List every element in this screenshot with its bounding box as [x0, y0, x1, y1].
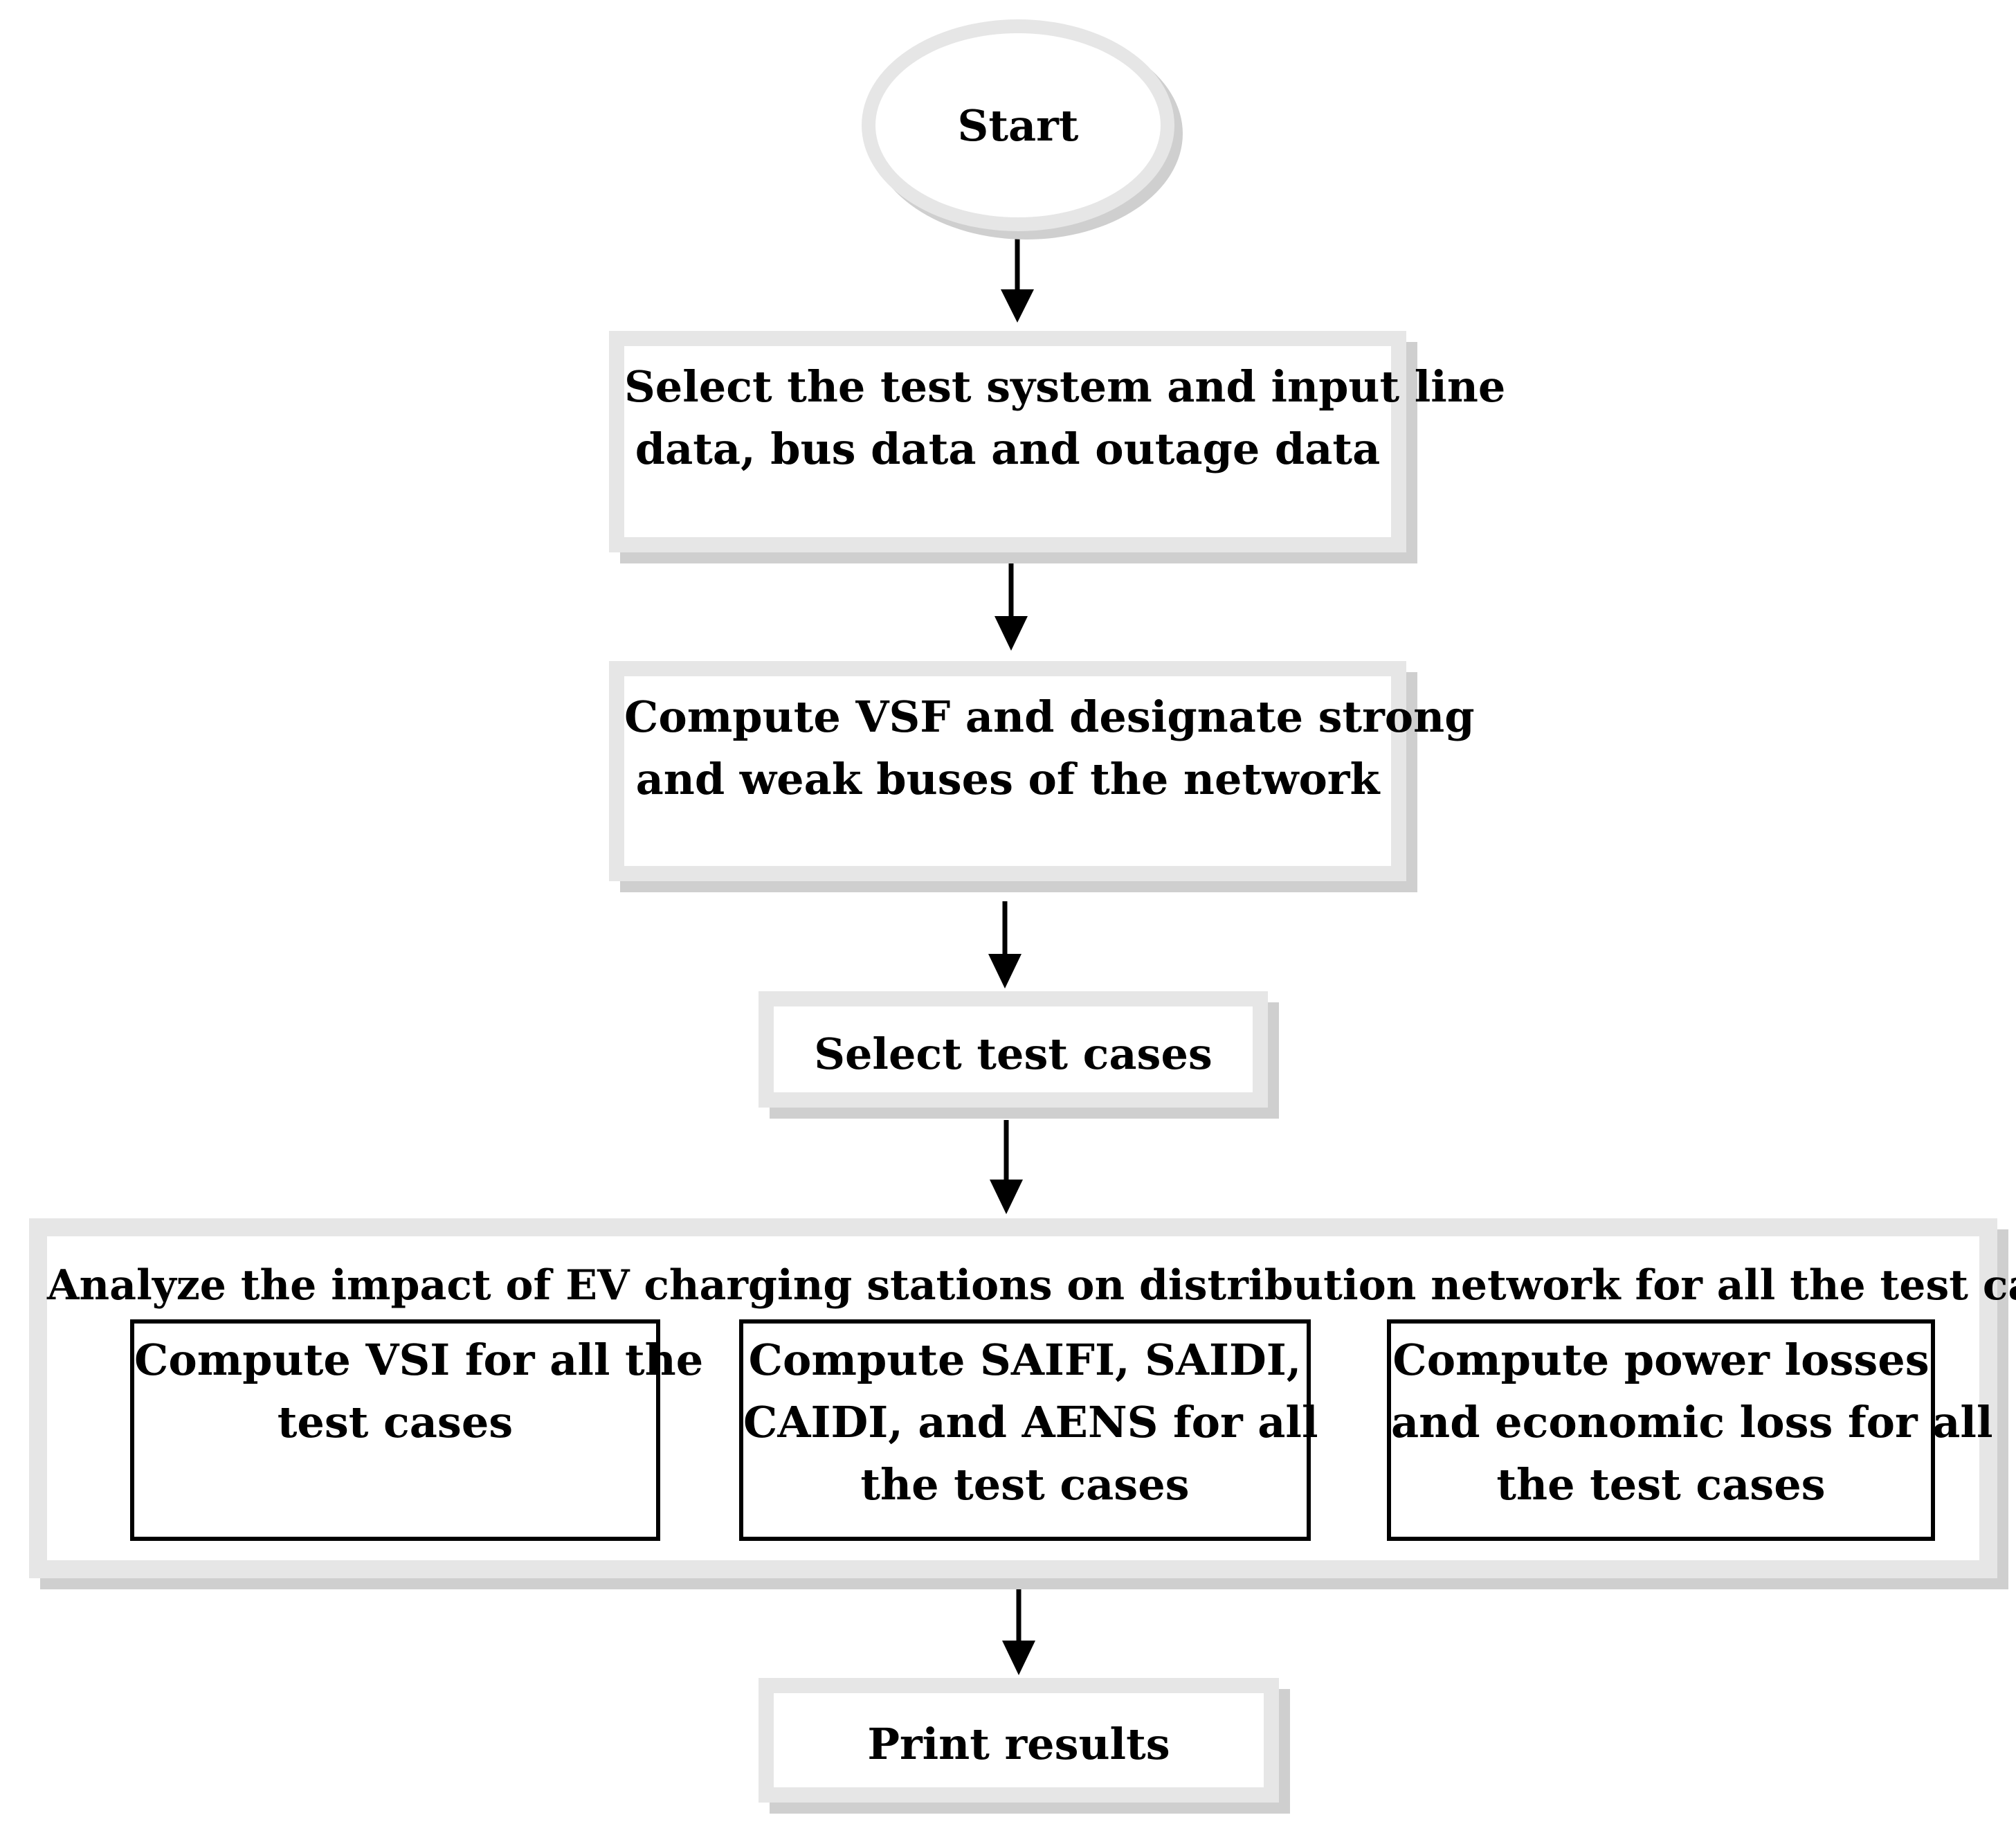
compute-vsf-line-1: Compute VSF and designate strong: [624, 692, 1475, 742]
arrow-select-cases-to-analyze: [990, 1120, 1023, 1214]
select-test-cases-box: Select test cases: [759, 991, 1268, 1108]
compute-losses-line-1: Compute power losses: [1392, 1335, 1929, 1385]
select-test-system-line-2: data, bus data and outage data: [635, 424, 1381, 474]
start-terminal: Start: [862, 19, 1174, 231]
compute-losses-box: Compute power losses and economic loss f…: [1387, 1319, 1993, 1541]
arrow-select-system-to-compute-vsf: [995, 554, 1028, 651]
select-test-cases-label: Select test cases: [814, 1029, 1213, 1079]
compute-losses-line-2: and economic loss for all: [1391, 1397, 1993, 1447]
analyze-impact-box: Analyze the impact of EV charging statio…: [29, 1218, 2016, 1578]
compute-vsi-line-1: Compute VSI for all the: [134, 1335, 704, 1385]
compute-vsf-line-2: and weak buses of the network: [635, 754, 1380, 804]
compute-vsi-box: Compute VSI for all the test cases: [130, 1319, 704, 1541]
compute-reliability-line-2: CAIDI, and AENS for all: [743, 1397, 1318, 1447]
arrow-compute-vsf-to-select-cases: [988, 901, 1021, 988]
start-label: Start: [957, 100, 1079, 151]
compute-reliability-indices-box: Compute SAIFI, SAIDI, CAIDI, and AENS fo…: [739, 1319, 1318, 1541]
select-test-system-line-1: Select the test system and input line: [624, 361, 1506, 412]
print-results-label: Print results: [867, 1719, 1170, 1769]
compute-reliability-line-3: the test cases: [860, 1459, 1190, 1510]
compute-vsf-box: Compute VSF and designate strong and wea…: [609, 661, 1475, 881]
select-test-system-box: Select the test system and input line da…: [609, 331, 1506, 552]
arrow-start-to-select-system: [1001, 231, 1034, 323]
arrow-analyze-to-print: [1002, 1589, 1035, 1675]
compute-losses-line-3: the test cases: [1496, 1459, 1826, 1510]
print-results-box: Print results: [759, 1678, 1279, 1803]
compute-reliability-line-1: Compute SAIFI, SAIDI,: [748, 1335, 1302, 1385]
analyze-impact-title: Analyze the impact of EV charging statio…: [47, 1261, 2016, 1310]
compute-vsi-line-2: test cases: [277, 1397, 514, 1447]
